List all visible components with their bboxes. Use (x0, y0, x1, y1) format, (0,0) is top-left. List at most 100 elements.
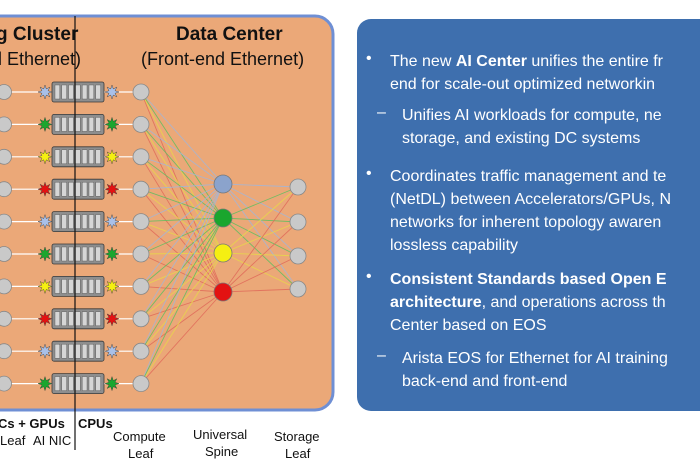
bullet-panel: • The new AI Center unifies the entire f… (357, 19, 700, 411)
server-slot (88, 117, 95, 132)
ai-nic-node (0, 84, 12, 100)
server-slot (81, 214, 88, 229)
server-slot (75, 311, 81, 326)
spine-storage-link (222, 255, 299, 293)
nodes-layer (0, 83, 307, 393)
ai-nic-node (0, 213, 12, 230)
compute-spine-link (140, 183, 224, 384)
server-slot (81, 84, 88, 100)
compute-spine-link (140, 91, 224, 185)
storage-leaf-label-2: Leaf (285, 446, 311, 461)
spine-storage-link (222, 186, 299, 293)
compute-spine-link (140, 183, 224, 287)
compute-spine-link (140, 252, 224, 384)
gpu-star-icon-left (37, 116, 53, 133)
server-slot (75, 279, 81, 294)
compute-spine-link (140, 183, 224, 223)
server-slot (81, 181, 88, 197)
compute-leaf-node (132, 310, 150, 328)
server-slot (68, 214, 74, 229)
gpu-star-icon-left (37, 84, 53, 100)
gpu-star-icon-right (104, 246, 120, 262)
spine-storage-link (222, 217, 299, 257)
bullet-3-line-1: Consistent Standards based Open E (390, 268, 667, 292)
dash-marker-2: – (377, 347, 386, 364)
server-slot (75, 84, 81, 100)
compute-spine-link (140, 252, 224, 320)
sub-bullet-2-line-1: Arista EOS for Ethernet for AI training (402, 350, 668, 367)
compute-spine-link (140, 188, 224, 219)
server-slot (61, 181, 67, 197)
bullet-1-text-a: The new (390, 53, 456, 70)
server-slot (95, 214, 101, 229)
sub-bullet-2-line-2: back-end and front-end (402, 373, 568, 390)
server-slot (95, 279, 101, 294)
ai-nic-node (0, 343, 12, 360)
server-slot (75, 344, 81, 359)
server-slot (88, 376, 95, 391)
server-slot (61, 149, 67, 165)
compute-spine-link (140, 156, 224, 219)
compute-leaf-node (132, 342, 150, 360)
compute-leaf-node (132, 83, 150, 101)
compute-spine-link (140, 252, 224, 255)
server-slot (95, 344, 101, 359)
compute-spine-link (140, 183, 224, 255)
compute-spine-link (140, 221, 224, 293)
storage-leaf-node (289, 213, 307, 231)
server-slot (68, 246, 74, 262)
storage-leaf-node (289, 247, 307, 265)
ai-nic-node (0, 375, 12, 392)
server-slot (54, 344, 61, 359)
server-slot (88, 344, 95, 359)
storage-leaf-node (289, 280, 307, 298)
server-slot (68, 279, 74, 294)
cluster-title-line1: g Cluster (0, 24, 79, 45)
server-slot (54, 84, 61, 100)
ai-nic-node (0, 148, 12, 165)
bullet-2-line-1: Coordinates traffic management and te (390, 168, 667, 185)
ai-nic-node (0, 278, 12, 295)
spine-storage-link (222, 252, 299, 257)
gpu-star-icon-right (104, 375, 120, 392)
server-slot (61, 117, 67, 132)
server-slot (81, 149, 88, 165)
ai-nic-node (0, 246, 12, 262)
compute-leaf-node (132, 180, 150, 198)
cpus-label: CPUs (78, 416, 113, 431)
bullet-2-line-4: lossless capability (390, 237, 519, 254)
servers-layer (37, 81, 120, 395)
gpu-star-icon-right (104, 84, 120, 100)
leaf-label: Leaf (0, 433, 26, 448)
compute-spine-link (140, 156, 224, 185)
server-slot (88, 84, 95, 100)
universal-spine-label-1: Universal (193, 427, 248, 442)
gpu-star-icon-right (104, 181, 120, 197)
sub-bullet-1-line-1: Unifies AI workloads for compute, ne (402, 107, 662, 124)
compute-leaf-node (132, 277, 150, 295)
server-slot (95, 117, 101, 132)
bullet-marker-3: • (366, 268, 372, 285)
server-slot (54, 214, 61, 229)
compute-spine-link (140, 124, 224, 254)
compute-spine-link (140, 217, 224, 223)
server-slot (61, 376, 67, 391)
bullet-marker-2: • (366, 165, 372, 182)
bullet-1-ai-center: AI Center (455, 53, 527, 70)
server-slot (88, 181, 95, 197)
server-slot (75, 149, 81, 165)
gpu-star-icon-left (37, 181, 53, 197)
server-slot (81, 376, 88, 391)
compute-spine-link (140, 156, 224, 254)
gpu-star-icon-left (37, 375, 53, 392)
compute-spine-link (140, 253, 224, 293)
spine-node (213, 282, 233, 302)
server-slot (54, 181, 61, 197)
server-slot (81, 246, 88, 262)
server-slot (68, 181, 74, 197)
server-slot (68, 149, 74, 165)
bullet-3-bold-b: architecture (390, 294, 482, 311)
gpu-star-icon-left (37, 278, 53, 295)
spine-storage-link (222, 252, 299, 290)
